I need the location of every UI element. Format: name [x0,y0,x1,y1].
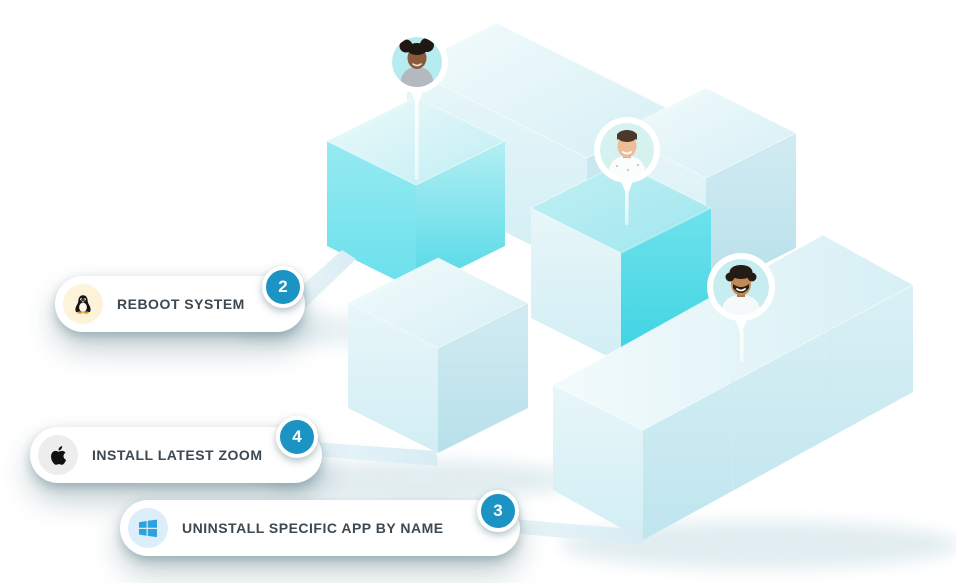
apple-icon [38,435,78,475]
task-pill-install-latest-zoom[interactable]: INSTALL LATEST ZOOM 4 [30,416,322,483]
cube-bottom-left [346,257,530,453]
windows-icon [128,508,168,548]
avatar-pin-1 [386,31,448,180]
step-badge: 2 [262,266,304,308]
task-label: REBOOT SYSTEM [117,296,245,312]
avatar-photo-3 [713,259,769,315]
avatar-photo-1 [392,37,442,87]
avatar-pin-3 [707,253,775,362]
cube-block-bottom-right [551,234,915,540]
step-badge: 4 [276,416,318,458]
task-pill-reboot-system[interactable]: REBOOT SYSTEM 2 [55,266,305,332]
connector-install [300,441,438,466]
avatar-photo-2 [600,123,654,177]
task-pill-uninstall-app[interactable]: UNINSTALL SPECIFIC APP BY NAME 3 [120,490,520,556]
task-label: INSTALL LATEST ZOOM [92,447,263,463]
connector-uninstall [500,518,643,545]
task-label: UNINSTALL SPECIFIC APP BY NAME [182,520,444,536]
avatar-pin-2 [594,117,660,225]
step-badge: 3 [477,490,519,532]
connector-reboot [296,250,356,308]
pill-connectors [296,250,643,545]
linux-tux-icon [63,284,103,324]
